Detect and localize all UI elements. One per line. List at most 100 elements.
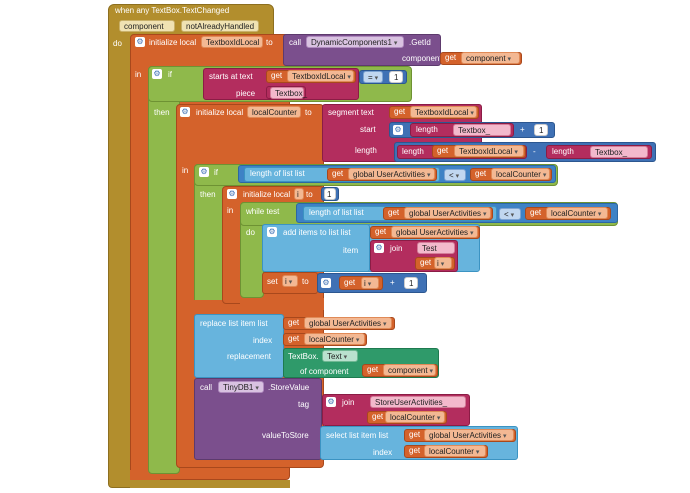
compare-op-dropdown[interactable]: =: [363, 71, 383, 83]
start-add-gear-icon[interactable]: ⚙: [393, 125, 403, 135]
get-textbox-id-dropdown[interactable]: TextboxIdLocal: [287, 70, 354, 82]
get-component-dropdown[interactable]: component: [461, 52, 520, 64]
call-label: call: [289, 38, 302, 47]
init-counter-in-label: in: [182, 166, 189, 175]
init-local-in-label: in: [135, 70, 142, 79]
while-do-label: do: [246, 228, 255, 237]
text-textbox-value[interactable]: Textbox_: [270, 87, 307, 99]
get-local-counter-dropdown[interactable]: localCounter: [491, 168, 550, 180]
init-counter-gear-icon[interactable]: ⚙: [180, 107, 190, 117]
if-starts-at-block[interactable]: [148, 66, 180, 474]
get-textbox-id-dropdown-2[interactable]: TextboxIdLocal: [410, 106, 477, 118]
if-length-gear-icon[interactable]: ⚙: [199, 167, 209, 177]
length3-text[interactable]: Textbox_: [590, 146, 648, 158]
get-global-user-activities-dropdown-3[interactable]: global UserActivities: [391, 226, 478, 238]
get-global-user-activities-dropdown[interactable]: global UserActivities: [348, 168, 435, 180]
get-label: get: [475, 169, 487, 178]
init-counter-to-label: to: [305, 108, 312, 117]
get-label: get: [420, 258, 432, 267]
get-label: get: [288, 318, 300, 327]
event-param-component[interactable]: component: [119, 20, 175, 32]
set-i-plus-label: +: [390, 278, 395, 287]
init-i-to-label: to: [306, 190, 313, 199]
starts-at-label: starts at text: [209, 72, 253, 81]
replace-index-label: index: [253, 336, 273, 345]
compare-number[interactable]: 1: [389, 71, 403, 83]
start-plus-number[interactable]: 1: [534, 124, 548, 136]
textbox-generic-label: TextBox.: [288, 352, 319, 361]
init-i-gear-icon[interactable]: ⚙: [227, 189, 237, 199]
select-get-global-dropdown[interactable]: global UserActivities: [424, 429, 514, 441]
store-component-dropdown[interactable]: TinyDB1: [218, 381, 264, 393]
length3-label: length: [552, 147, 574, 156]
while-label: while test: [246, 207, 280, 216]
init-local-to-label: to: [266, 38, 273, 47]
of-component-get-dropdown[interactable]: component: [383, 364, 436, 376]
while-compare-op-dropdown[interactable]: <: [499, 208, 521, 220]
replace-get-local-counter-dropdown[interactable]: localCounter: [304, 333, 365, 345]
init-counter-label: initialize local: [196, 108, 244, 117]
get-label: get: [332, 169, 344, 178]
add-items-item-label: item: [343, 246, 359, 255]
then-label: then: [154, 108, 170, 117]
get-label: get: [437, 146, 449, 155]
get-label: get: [394, 107, 406, 116]
if-label: if: [168, 70, 172, 79]
store-join-gear-icon[interactable]: ⚙: [326, 397, 336, 407]
event-title: when any TextBox.TextChanged: [115, 6, 230, 15]
while-length-of-list-label: length of list list: [309, 208, 364, 217]
add-items-gear-icon[interactable]: ⚙: [267, 227, 277, 237]
length2-label: length: [402, 147, 424, 156]
get-label: get: [344, 278, 356, 287]
if-gear-icon[interactable]: ⚙: [152, 69, 162, 79]
segment-label: segment text: [328, 108, 374, 117]
segment-start-label: start: [360, 125, 376, 134]
get-label: get: [409, 430, 421, 439]
start-length-text[interactable]: Textbox_: [453, 124, 511, 136]
piece-label: piece: [236, 89, 256, 98]
store-tag-label: tag: [298, 400, 310, 409]
init-counter-var[interactable]: localCounter: [247, 106, 301, 118]
join-get-i-dropdown[interactable]: i: [434, 257, 452, 269]
store-join-get-local-counter-dropdown[interactable]: localCounter: [385, 411, 445, 423]
get-label: get: [445, 53, 457, 62]
get-local-counter-dropdown-2[interactable]: localCounter: [546, 207, 608, 219]
join-text-test[interactable]: Test: [417, 242, 455, 254]
store-value-label: valueToStore: [262, 431, 309, 440]
select-get-local-counter-dropdown[interactable]: localCounter: [424, 445, 486, 457]
replace-list-item-block[interactable]: [194, 314, 284, 378]
call-component-dropdown[interactable]: DynamicComponents1: [306, 36, 404, 48]
call-method-getid: .GetId: [409, 38, 431, 47]
set-label: set: [267, 277, 278, 286]
get-textbox-id-dropdown-3[interactable]: TextboxIdLocal: [454, 145, 524, 157]
init-local-var-textbox-id[interactable]: TextboxIdLocal: [201, 36, 263, 48]
set-i-plus-number[interactable]: 1: [404, 277, 418, 289]
if-length-of-list-label: length of list list: [250, 169, 305, 178]
select-list-item-label: select list item list: [326, 431, 389, 440]
get-global-user-activities-dropdown-2[interactable]: global UserActivities: [404, 207, 491, 219]
get-label: get: [271, 71, 283, 80]
segment-length-label: length: [355, 146, 377, 155]
get-label: get: [375, 227, 387, 236]
set-i-to-label: to: [302, 277, 309, 286]
get-global-user-activities-dropdown-4[interactable]: global UserActivities: [304, 317, 392, 329]
event-param-not-already-handled[interactable]: notAlreadyHandled: [181, 20, 259, 32]
set-i-gear-icon[interactable]: ⚙: [321, 278, 331, 288]
if-length-then-label: then: [200, 190, 216, 199]
if-compare-op-dropdown[interactable]: <: [444, 169, 466, 181]
init-local-gear-icon[interactable]: ⚙: [135, 37, 145, 47]
join-gear-icon[interactable]: ⚙: [374, 243, 384, 253]
get-label: get: [288, 334, 300, 343]
init-i-in-label: in: [227, 206, 234, 215]
get-label: get: [409, 446, 421, 455]
store-call-label: call: [200, 383, 213, 392]
join-label: join: [390, 244, 403, 253]
init-i-number[interactable]: 1: [324, 188, 336, 200]
set-i-var-dropdown[interactable]: i: [282, 275, 298, 287]
init-i-var[interactable]: i: [294, 188, 304, 200]
textbox-property-dropdown[interactable]: Text: [322, 350, 358, 362]
start-length-label: length: [416, 125, 438, 134]
set-i-get-i-dropdown[interactable]: i: [361, 277, 379, 289]
store-join-text[interactable]: StoreUserActivities_: [370, 396, 466, 408]
if-length-label: if: [214, 168, 218, 177]
